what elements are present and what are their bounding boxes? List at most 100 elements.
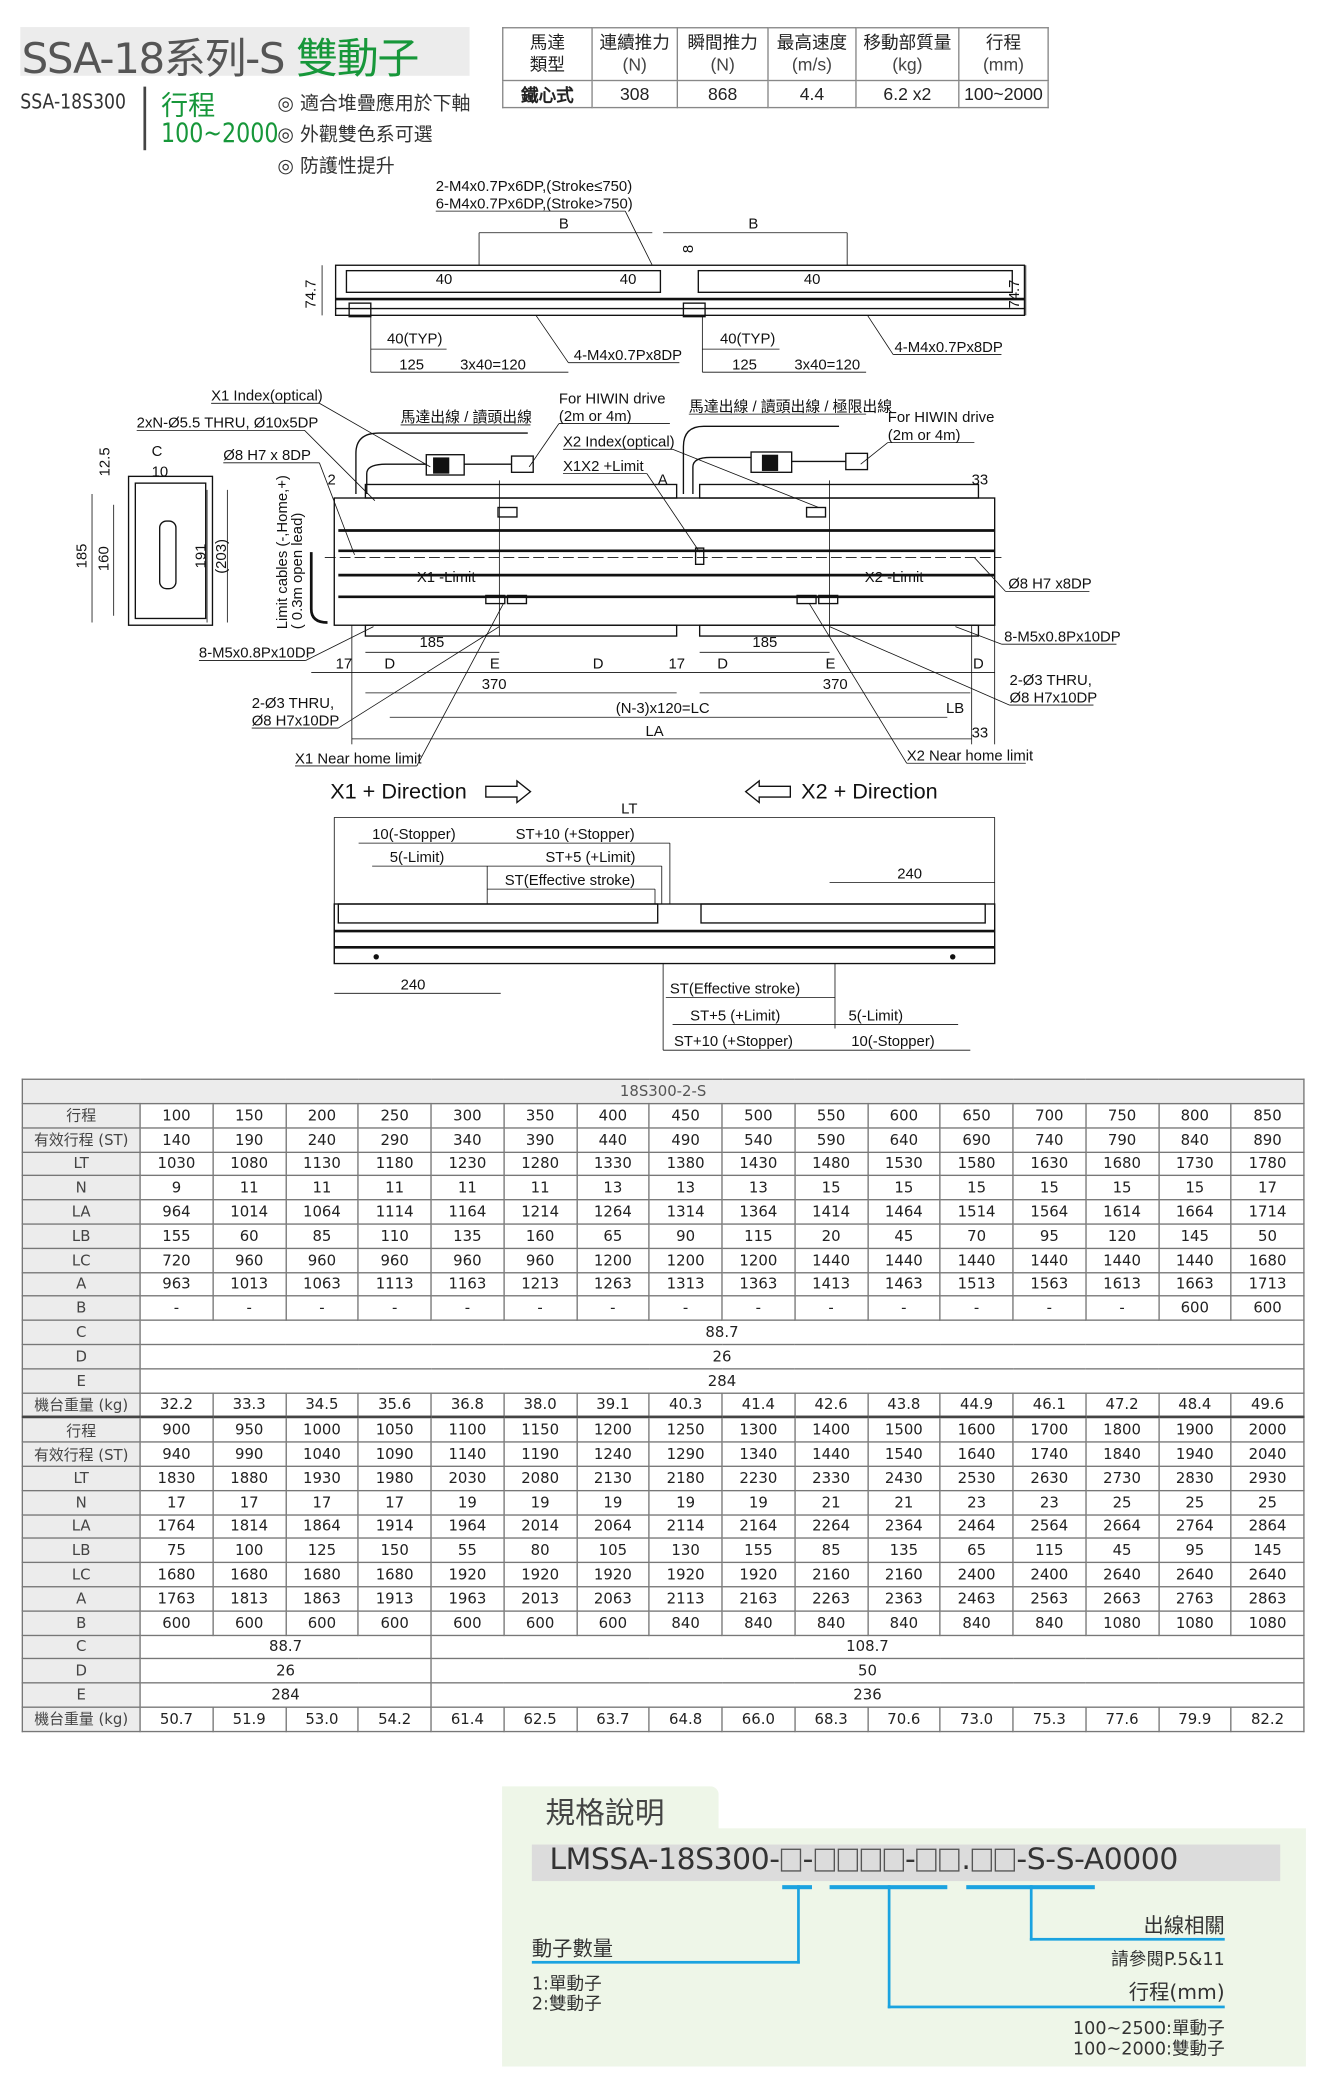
table-cell: 15 — [939, 1175, 1014, 1201]
table-cell: 79.9 — [1157, 1706, 1232, 1732]
table-cell: 39.1 — [575, 1391, 650, 1419]
label-x1-home: X1 Near home limit — [295, 751, 422, 767]
dim-203: (203) — [214, 539, 230, 574]
dim-d: D — [973, 657, 984, 673]
table-cell: 1013 — [212, 1271, 287, 1297]
mover-qty-option: 1:單動子 — [531, 1974, 602, 1995]
table-cell: 750 — [1085, 1102, 1160, 1129]
table-cell: 1200 — [575, 1416, 650, 1443]
dim-e: E — [826, 657, 836, 673]
table-cell: 23 — [939, 1489, 1014, 1516]
model-number: SSA-18S300 — [20, 89, 127, 114]
dim-limit: 5(-Limit) — [390, 850, 445, 866]
table-cell: 2000 — [1230, 1416, 1305, 1443]
table-cell: 25 — [1230, 1489, 1305, 1516]
table-cell: 840 — [866, 1610, 941, 1636]
table-cell: 77.6 — [1085, 1706, 1160, 1732]
table-cell: 1230 — [430, 1151, 505, 1177]
dim-st-limit: ST+5 (+Limit) — [690, 1008, 780, 1024]
table-cell: 740 — [1012, 1127, 1087, 1153]
table-cell: 600 — [430, 1610, 505, 1636]
table-cell: 2463 — [939, 1585, 1014, 1612]
table-cell: 150 — [357, 1537, 432, 1564]
row-label: 機台重量 (kg) — [21, 1706, 141, 1732]
row-label: 行程 — [21, 1102, 141, 1129]
note-thru-holes: 2xN-Ø5.5 THRU, Ø10x5DP — [137, 416, 319, 432]
table-cell: 1330 — [575, 1151, 650, 1177]
table-cell: 41.4 — [721, 1391, 796, 1419]
connector-line — [887, 2005, 1225, 2009]
label-limit-cables: Limit cables (-,Home,+) — [275, 475, 291, 629]
dim-typ: 40(TYP) — [387, 332, 442, 348]
stroke-label: 行程 — [161, 89, 216, 122]
table-cell: 2180 — [648, 1465, 723, 1491]
stroke-option: 100~2000:雙動子 — [1072, 2039, 1225, 2060]
table-cell: 135 — [430, 1223, 505, 1249]
table-cell: 53.0 — [284, 1706, 359, 1732]
table-cell: 2930 — [1230, 1465, 1305, 1491]
table-cell: 2040 — [1230, 1441, 1305, 1467]
row-label: LB — [21, 1537, 141, 1564]
row-label: LB — [21, 1223, 141, 1249]
table-cell: 600 — [866, 1102, 941, 1129]
table-cell: 250 — [357, 1102, 432, 1129]
table-cell: 1264 — [575, 1199, 650, 1225]
table-cell: 963 — [139, 1271, 214, 1297]
table-cell: 990 — [212, 1441, 287, 1467]
table-cell: 23 — [1012, 1489, 1087, 1516]
table-cell: - — [357, 1295, 432, 1322]
table-cell: 2663 — [1085, 1585, 1160, 1612]
table-cell: 1914 — [357, 1513, 432, 1540]
table-cell: 1830 — [139, 1465, 214, 1491]
table-cell: 840 — [939, 1610, 1014, 1636]
table-cell: 1500 — [866, 1416, 941, 1443]
table-cell: 75 — [139, 1537, 214, 1564]
table-cell: 115 — [721, 1223, 796, 1249]
table-cell: 2263 — [794, 1585, 869, 1612]
table-cell: 32.2 — [139, 1391, 214, 1419]
dim-125: 125 — [732, 357, 757, 373]
table-cell: 1164 — [430, 1199, 505, 1225]
table-cell: 2864 — [1230, 1513, 1305, 1540]
table-cell: 1780 — [1230, 1151, 1305, 1177]
table-cell: 1440 — [866, 1247, 941, 1273]
table-cell: 100 — [139, 1102, 214, 1129]
table-cell: 61.4 — [430, 1706, 505, 1732]
connector-line — [531, 1960, 800, 1964]
code-slot — [939, 1848, 960, 1872]
table-cell: 1964 — [430, 1513, 505, 1540]
table-cell: 2230 — [721, 1465, 796, 1491]
label-x1x2-limit: X1X2 +Limit — [563, 459, 644, 475]
table-cell: 600 — [575, 1610, 650, 1636]
spec-cell: 6.2 x2 — [855, 79, 960, 109]
row-label: LT — [21, 1465, 141, 1491]
row-label: LA — [21, 1199, 141, 1225]
table-cell: 34.5 — [284, 1391, 359, 1419]
table-cell: 1913 — [357, 1585, 432, 1612]
table-cell: 1800 — [1085, 1416, 1160, 1443]
table-cell: 11 — [430, 1175, 505, 1201]
dim-d: D — [593, 657, 604, 673]
dim-d: D — [384, 657, 395, 673]
row-label: B — [21, 1610, 141, 1636]
table-cell: 950 — [212, 1416, 287, 1443]
dim-40: 40 — [620, 272, 637, 288]
dim-10: 10 — [152, 464, 169, 480]
table-cell: 1080 — [1157, 1610, 1232, 1636]
table-cell: 650 — [939, 1102, 1014, 1129]
table-cell: 2430 — [866, 1465, 941, 1491]
table-cell: 1100 — [430, 1416, 505, 1443]
label-x2-home: X2 Near home limit — [907, 749, 1034, 765]
table-cell: 45 — [1085, 1537, 1160, 1564]
table-cell: - — [503, 1295, 578, 1322]
table-cell-merged: 88.7 — [139, 1634, 432, 1660]
table-cell: 46.1 — [1012, 1391, 1087, 1419]
connector-line — [887, 1885, 891, 2009]
